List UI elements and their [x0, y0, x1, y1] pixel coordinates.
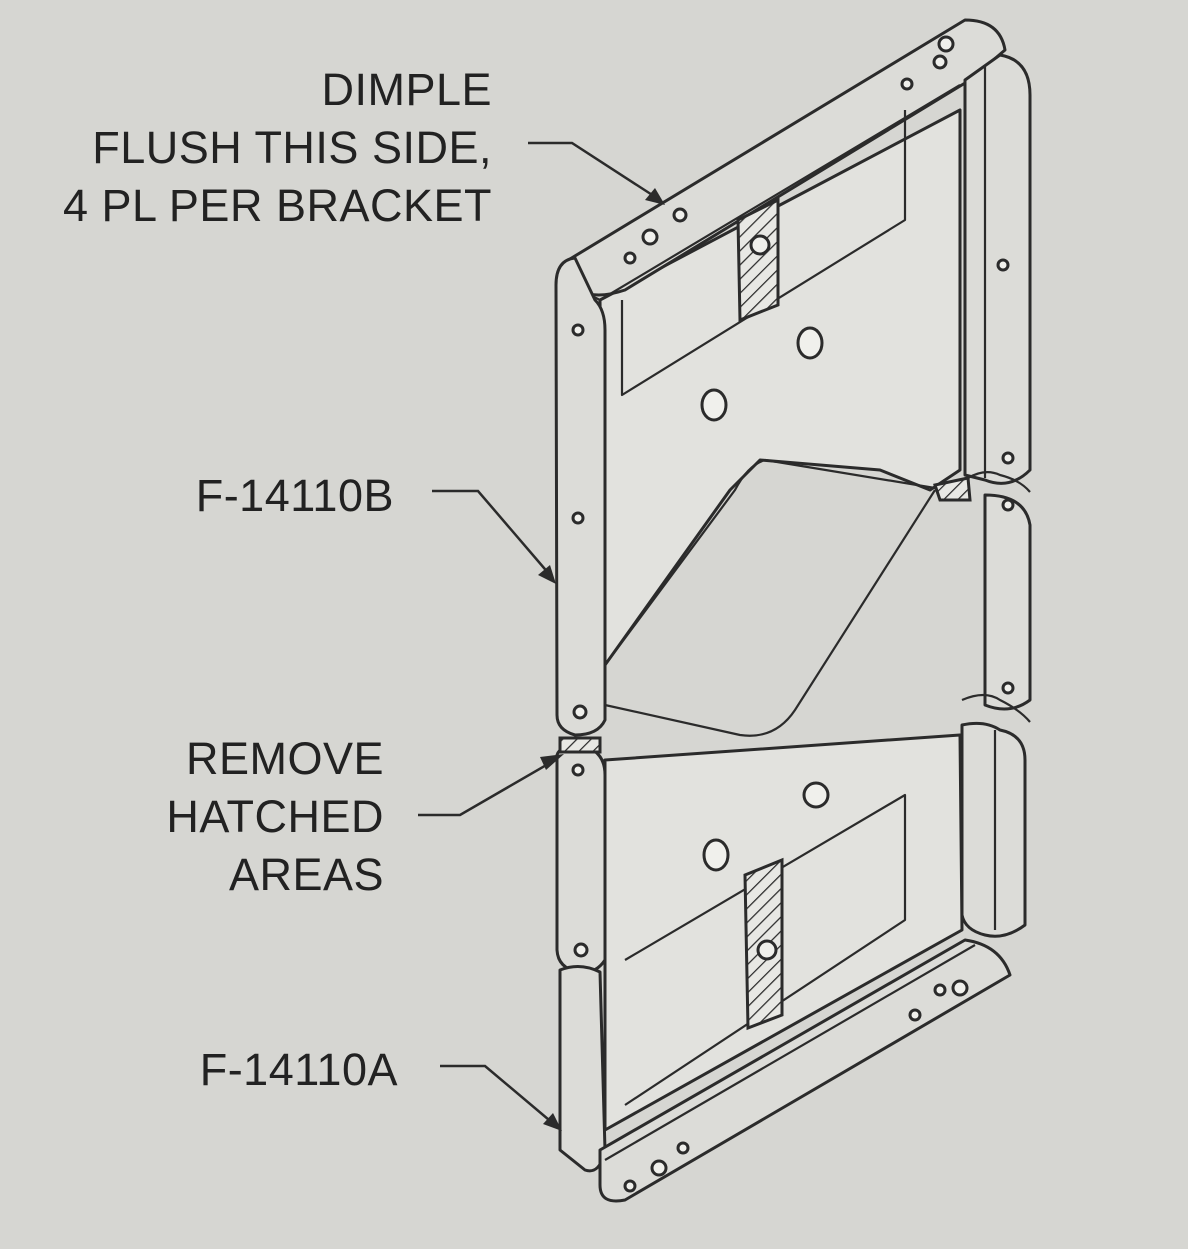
- dimple-note-line-1: DIMPLE: [321, 64, 492, 115]
- remove-note-label: REMOVE HATCHED AREAS: [166, 730, 384, 904]
- bracket-a-left-flange-upper: [555, 743, 607, 974]
- dimple-hole-1: [672, 207, 688, 223]
- hatched-area-upper: [736, 197, 780, 323]
- dimple-note-line-3: 4 PL PER BRACKET: [63, 180, 492, 231]
- dimple-hole-2: [641, 228, 659, 246]
- dimple-note-label: DIMPLE FLUSH THIS SIDE, 4 PL PER BRACKET: [63, 61, 492, 235]
- bracket-b: [554, 18, 1032, 737]
- remove-note-line-1: REMOVE: [185, 733, 384, 784]
- flange-hole-3: [900, 77, 914, 91]
- flange-hole-1: [937, 35, 955, 53]
- bracket-a: [555, 493, 1032, 1203]
- part-b-label: F-14110B: [195, 470, 394, 521]
- remove-note-line-3: AREAS: [228, 849, 384, 900]
- flange-hole-2: [932, 54, 948, 70]
- bracket-a-right-wall-upper: [983, 493, 1032, 711]
- dimple-note-line-2: FLUSH THIS SIDE,: [92, 122, 492, 173]
- bracket-b-left-flange: [554, 256, 607, 737]
- bracket-a-left-flange-lower: [558, 965, 607, 1173]
- leaders: [418, 141, 665, 1131]
- bracket-a-right-wall-lower: [960, 721, 1027, 938]
- remove-note-line-2: HATCHED: [166, 791, 384, 842]
- hatched-area-notch: [558, 736, 602, 754]
- bracket-b-cutout: [603, 458, 936, 737]
- flange-hole-4: [623, 251, 637, 265]
- bracket-a-bottom-flange: [598, 938, 1012, 1203]
- bracket-b-right-wall: [963, 53, 1032, 485]
- part-a-label: F-14110A: [199, 1044, 398, 1095]
